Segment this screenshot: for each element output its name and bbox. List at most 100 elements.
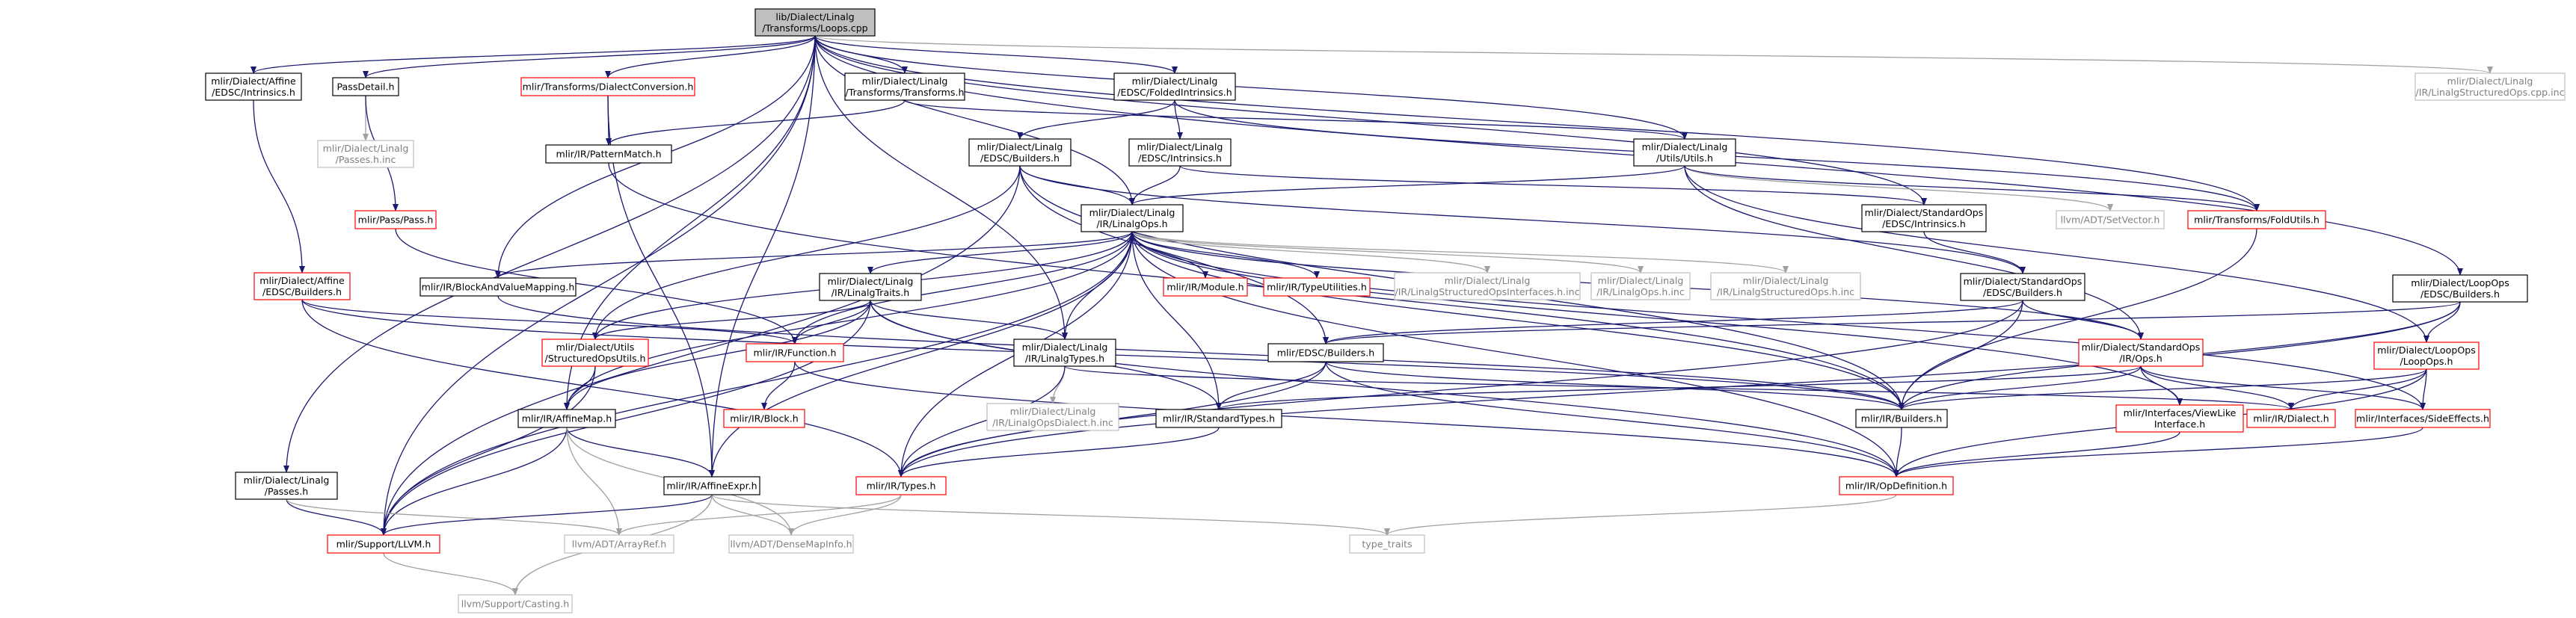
- node-label-line: mlir/Dialect/Linalg: [2447, 75, 2533, 87]
- node-box: [2115, 404, 2244, 433]
- node-label-line: /IR/LinalgOpsDialect.h.inc: [992, 417, 1113, 428]
- node-module-h[interactable]: mlir/IR/Module.h: [1163, 277, 1248, 297]
- node-ir-types[interactable]: mlir/IR/Types.h: [855, 476, 947, 495]
- node-block-value-mapping[interactable]: mlir/IR/BlockAndValueMapping.h: [419, 277, 577, 297]
- node-label-line: /EDSC/Intrinsics.h: [212, 87, 295, 98]
- node-affine-expr[interactable]: mlir/IR/AffineExpr.h: [663, 476, 760, 495]
- node-dialect-conversion[interactable]: mlir/Transforms/DialectConversion.h: [520, 77, 695, 96]
- node-box: [844, 72, 965, 101]
- node-label-line: mlir/Dialect/Linalg: [1743, 275, 1829, 286]
- node-linalg-ops-dialect-inc: mlir/Dialect/Linalg/IR/LinalgOpsDialect.…: [986, 403, 1119, 431]
- edge-view_like_interface-to-op_definition: [1893, 431, 2180, 478]
- node-label-line: mlir/Dialect/Linalg: [977, 141, 1063, 152]
- node-affine-builders[interactable]: mlir/Dialect/Affine/EDSC/Builders.h: [253, 272, 351, 300]
- node-support-llvm[interactable]: mlir/Support/LLVM.h: [327, 534, 440, 554]
- node-loopops-ops[interactable]: mlir/Dialect/LoopOps/LoopOps.h: [2373, 342, 2480, 370]
- node-loopops-builders[interactable]: mlir/Dialect/LoopOps/EDSC/Builders.h: [2392, 274, 2528, 303]
- node-box: [1263, 277, 1371, 297]
- edge-linalg_ops-to-affine_map: [564, 231, 1133, 410]
- edge-structured_ops_utils-to-affine_map: [564, 365, 596, 410]
- node-linalg-ops[interactable]: mlir/Dialect/Linalg/IR/LinalgOps.h: [1080, 204, 1184, 232]
- node-label-line: mlir/Pass/Pass.h: [358, 214, 434, 226]
- node-edsc-builders-linalg[interactable]: mlir/Dialect/Linalg/EDSC/Builders.h: [968, 138, 1072, 167]
- node-op-definition[interactable]: mlir/IR/OpDefinition.h: [1839, 476, 1954, 495]
- node-structured-ops-utils[interactable]: mlir/Dialect/Utils/StructuredOpsUtils.h: [541, 339, 649, 367]
- node-box: [419, 277, 577, 297]
- edge-linalg_passes-to-array_ref: [286, 498, 622, 536]
- node-label-line: mlir/Dialect/LoopOps: [2411, 277, 2509, 288]
- node-label-line: /Transforms/Loops.cpp: [762, 22, 867, 34]
- node-label-line: mlir/Dialect/Linalg: [244, 475, 330, 486]
- node-label-line: /Passes.h.inc: [336, 154, 396, 165]
- node-box: [1013, 339, 1116, 367]
- edge-ir_builders-to-op_definition: [1893, 427, 1902, 478]
- node-box: [205, 72, 302, 101]
- edge-edsc_builders-to-op_definition: [1325, 361, 1899, 478]
- node-structured-ops-interfaces-inc: mlir/Dialect/Linalg/IR/LinalgStructuredO…: [1394, 272, 1581, 300]
- node-side-effects[interactable]: mlir/Interfaces/SideEffects.h: [2355, 409, 2491, 428]
- node-edsc-builders[interactable]: mlir/EDSC/Builders.h: [1267, 343, 1384, 362]
- node-linalg-traits[interactable]: mlir/Dialect/Linalg/IR/LinalgTraits.h: [819, 273, 922, 301]
- edge-block_value_mapping-to-ir_builders: [497, 295, 1905, 410]
- node-standard-types[interactable]: mlir/IR/StandardTypes.h: [1155, 409, 1282, 428]
- node-label-line: mlir/IR/AffineExpr.h: [666, 481, 757, 492]
- edge-pass_h-to-function_h: [395, 228, 798, 344]
- node-label-line: mlir/Dialect/Linalg: [1445, 275, 1531, 286]
- node-root[interactable]: lib/Dialect/Linalg/Transforms/Loops.cpp: [754, 8, 876, 37]
- node-label-line: /EDSC/Intrinsics.h: [1882, 218, 1966, 229]
- node-label-line: mlir/Dialect/Affine: [259, 275, 345, 286]
- node-stdops-ops[interactable]: mlir/Dialect/StandardOps/IR/Ops.h: [2078, 339, 2204, 367]
- edge-linalg_ops-to-structured_ops_interfaces_inc: [1131, 231, 1490, 274]
- node-block-h[interactable]: mlir/IR/Block.h: [723, 409, 805, 428]
- node-box: [1155, 409, 1282, 428]
- node-pass-h[interactable]: mlir/Pass/Pass.h: [354, 210, 437, 229]
- edge-ir_types-to-array_ref: [616, 494, 902, 536]
- node-box: [2078, 339, 2204, 367]
- node-label-line: mlir/IR/Function.h: [754, 347, 837, 359]
- edge-linalg_utils-to-linalg_ops: [1129, 165, 1685, 206]
- node-box: [2246, 409, 2336, 428]
- node-folded-intrinsics[interactable]: mlir/Dialect/Linalg/EDSC/FoldedIntrinsic…: [1113, 72, 1236, 101]
- node-box: [2414, 72, 2566, 101]
- edge-affine_intrinsics-to-affine_builders: [253, 99, 305, 274]
- node-box: [1128, 138, 1232, 167]
- node-linalg-passes[interactable]: mlir/Dialect/Linalg/Passes.h: [235, 472, 338, 500]
- edge-loopops_builders-to-edsc_builders: [1323, 301, 2461, 344]
- node-pass-detail[interactable]: PassDetail.h: [332, 77, 399, 96]
- edge-edsc_builders_linalg-to-stdops_builders: [1019, 165, 2026, 274]
- node-affine-intrinsics[interactable]: mlir/Dialect/Affine/EDSC/Intrinsics.h: [205, 72, 302, 101]
- node-box: [1590, 272, 1691, 300]
- node-edsc-intrinsics-linalg[interactable]: mlir/Dialect/Linalg/EDSC/Intrinsics.h: [1128, 138, 1232, 167]
- node-stdops-builders[interactable]: mlir/Dialect/StandardOps/EDSC/Builders.h: [1960, 273, 2085, 301]
- node-stdops-intrinsics[interactable]: mlir/Dialect/StandardOps/EDSC/Intrinsics…: [1861, 204, 1987, 232]
- node-function-h[interactable]: mlir/IR/Function.h: [746, 343, 844, 362]
- edge-ir_types-to-dense_map_info: [788, 494, 902, 536]
- node-label-line: lib/Dialect/Linalg: [775, 11, 854, 22]
- node-box: [1080, 204, 1184, 232]
- edge-root-to-folded_intrinsics: [814, 35, 1178, 74]
- edge-structured_ops_utils-to-support_llvm: [381, 365, 596, 536]
- node-ir-builders[interactable]: mlir/IR/Builders.h: [1855, 409, 1948, 428]
- node-box: [728, 534, 854, 554]
- node-affine-map[interactable]: mlir/IR/AffineMap.h: [517, 409, 616, 428]
- node-linalg-utils[interactable]: mlir/Dialect/Linalg/Utils/Utils.h: [1633, 138, 1736, 167]
- node-linalg-transforms[interactable]: mlir/Dialect/Linalg/Transforms/Transform…: [844, 72, 965, 101]
- node-fold-utils[interactable]: mlir/Transforms/FoldUtils.h: [2187, 210, 2326, 229]
- node-pattern-match[interactable]: mlir/IR/PatternMatch.h: [545, 144, 672, 164]
- edge-stdops_ops-to-view_like_interface: [2140, 365, 2183, 406]
- edge-edsc_builders_linalg-to-support_llvm: [381, 165, 1021, 536]
- edge-linalg_traits-to-structured_ops_utils: [592, 300, 871, 340]
- edge-root-to-pass_detail: [363, 35, 816, 78]
- node-label-line: mlir/Dialect/Utils: [556, 342, 635, 353]
- node-label-line: mlir/Dialect/Linalg: [862, 75, 948, 87]
- edge-linalg_ops-to-view_like_interface: [1131, 231, 2183, 406]
- edge-affine_map-to-support_llvm: [381, 427, 568, 536]
- node-linalg-types[interactable]: mlir/Dialect/Linalg/IR/LinalgTypes.h: [1013, 339, 1116, 367]
- node-box: [746, 343, 844, 362]
- node-label-line: mlir/IR/AffineMap.h: [522, 413, 612, 424]
- node-box: [541, 339, 649, 367]
- node-label-line: mlir/IR/Builders.h: [1861, 413, 1942, 424]
- node-ir-dialect[interactable]: mlir/IR/Dialect.h: [2246, 409, 2336, 428]
- node-type-utilities[interactable]: mlir/IR/TypeUtilities.h: [1263, 277, 1371, 297]
